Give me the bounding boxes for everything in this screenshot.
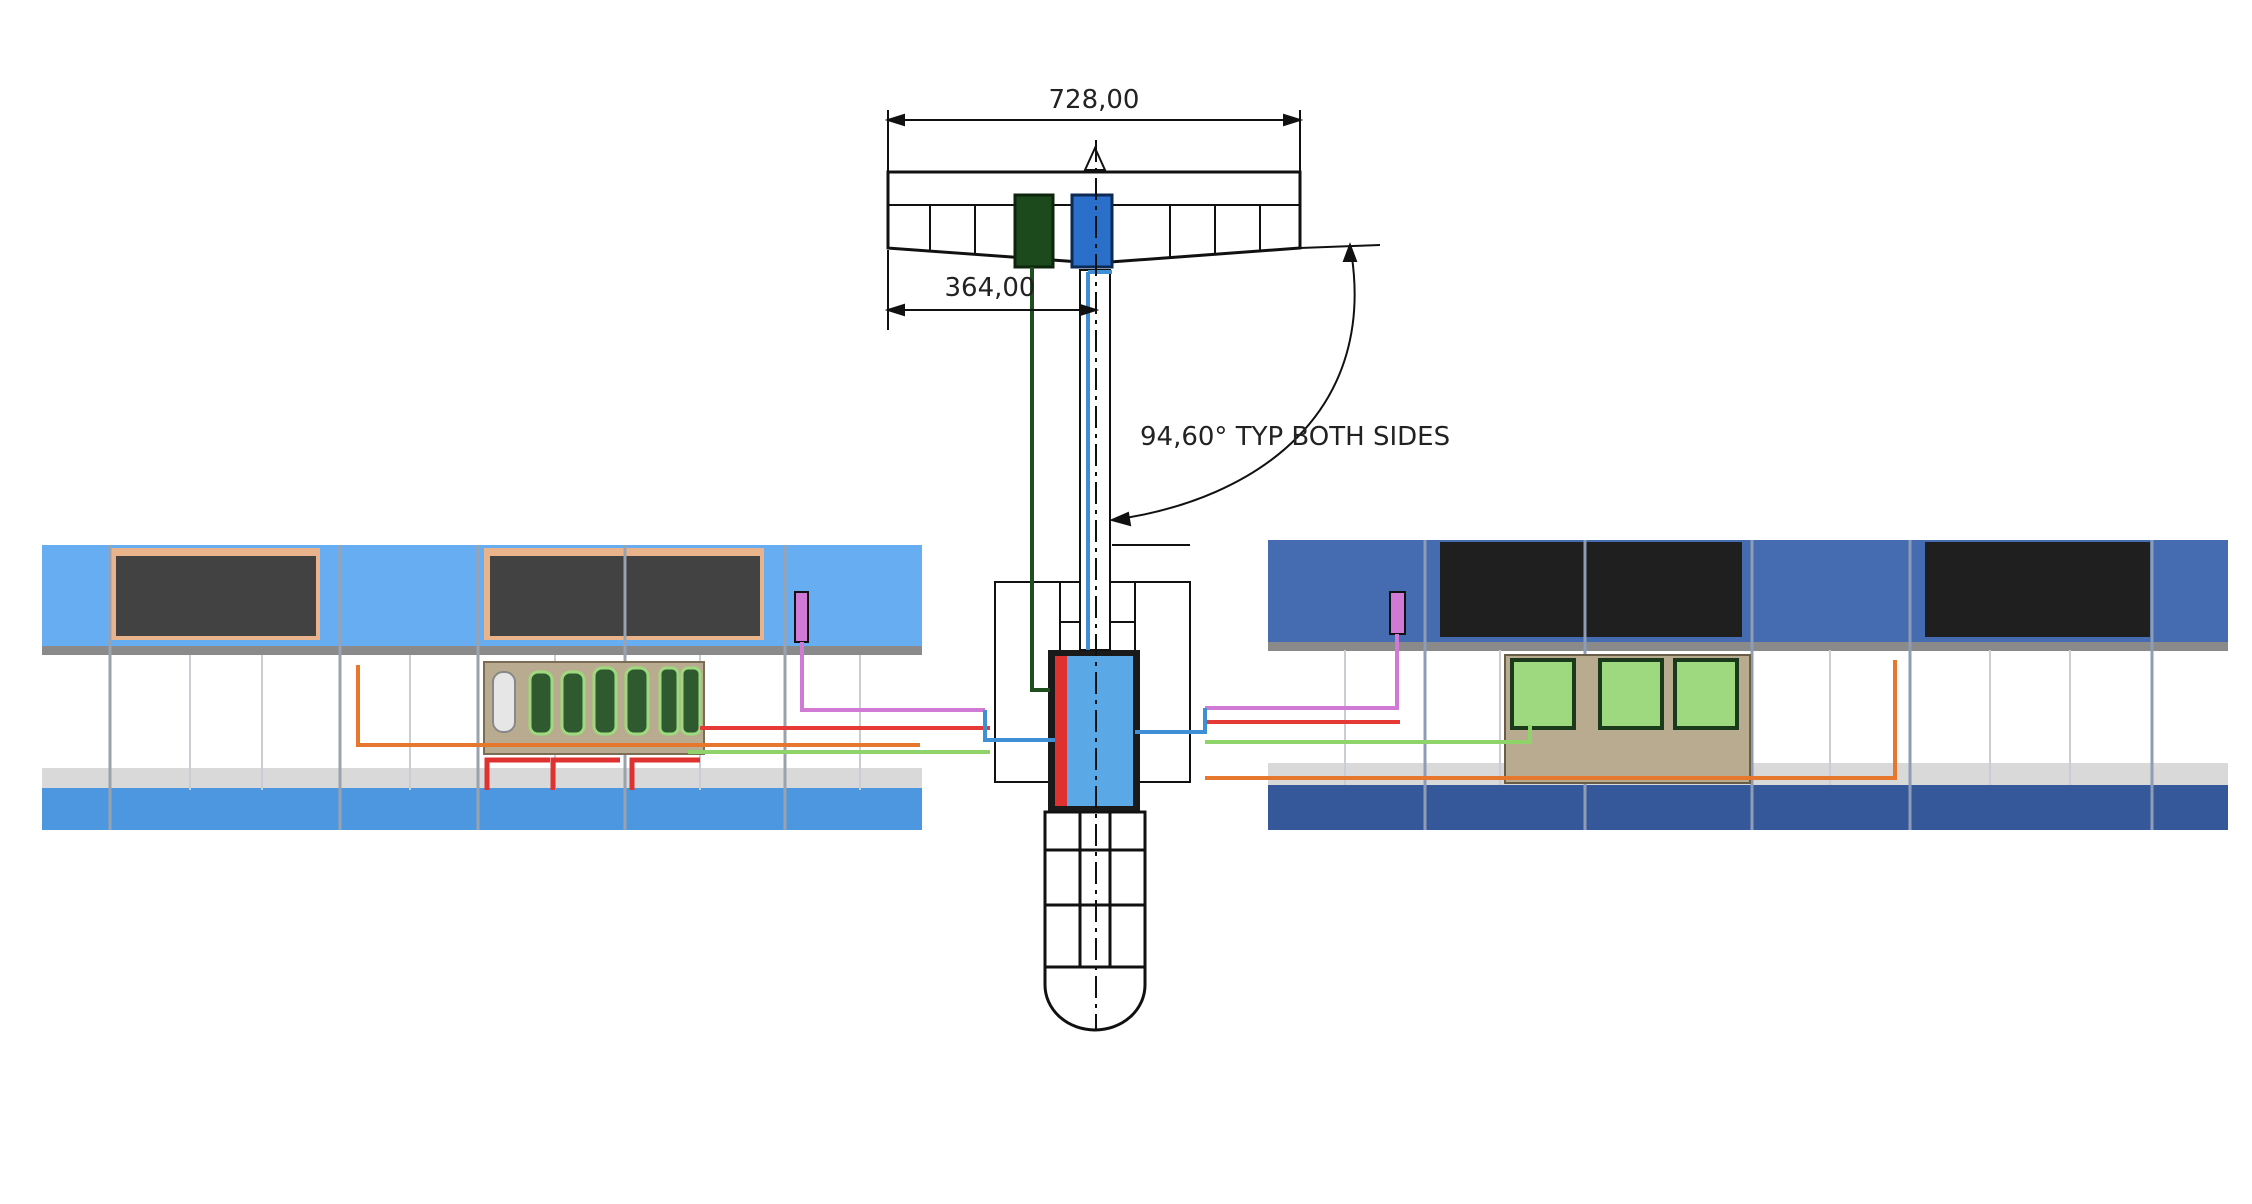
right-rod xyxy=(1268,642,2228,651)
dim-total-width-label: 728,00 xyxy=(1049,85,1140,115)
left-rod xyxy=(42,646,922,655)
dim-half-arrow-left xyxy=(884,303,905,317)
left-pink-sensor xyxy=(794,591,809,643)
hub-core xyxy=(1067,656,1133,806)
left-module-bottom-band xyxy=(42,788,922,830)
left-red-brackets xyxy=(484,757,700,790)
left-solar-module xyxy=(42,545,922,830)
dim-half-arrow-right xyxy=(1079,303,1100,317)
wiring-harness xyxy=(356,267,1897,780)
wire-blue-right xyxy=(1135,708,1207,734)
wire-dark-green-mast xyxy=(1030,267,1050,692)
right-panel-b xyxy=(1925,542,2150,637)
left-board-components xyxy=(528,666,702,736)
wire-orange-left xyxy=(356,665,640,747)
right-thin-lines xyxy=(1344,650,2071,785)
angle-arc xyxy=(1111,244,1356,521)
central-hub xyxy=(994,269,1191,1032)
right-green-cells xyxy=(1510,658,1739,730)
lower-mast-dome xyxy=(1043,965,1147,1032)
green-control-box xyxy=(1013,193,1055,269)
left-panel-a xyxy=(116,556,316,636)
angle-arrow-bottom xyxy=(1109,511,1132,527)
hub-core-red-band xyxy=(1055,656,1067,806)
right-solar-module xyxy=(1268,540,2228,830)
angle-note-label: 94,60° TYP BOTH SIDES xyxy=(1140,422,1450,452)
angle-ref-line-2 xyxy=(1299,244,1381,249)
dimension-annotations xyxy=(884,110,1381,1030)
right-module-bottom-band xyxy=(1268,785,2228,830)
wire-orange-right xyxy=(1205,660,1897,780)
wire-green-right xyxy=(1205,725,1532,744)
wire-pink-right xyxy=(1205,634,1399,710)
hub-right-housing xyxy=(1134,581,1191,783)
angle-arrow-top xyxy=(1342,242,1358,262)
dim-total-arrow-left xyxy=(884,113,905,127)
left-module-tube xyxy=(42,768,922,788)
blue-control-box xyxy=(1070,193,1114,269)
wire-pink-left xyxy=(800,642,985,712)
left-board-connector xyxy=(492,671,516,733)
lower-mast-rungs xyxy=(1045,812,1145,967)
wire-blue-left xyxy=(983,710,1055,742)
top-solar-array xyxy=(886,145,1302,269)
dim-total-arrow-right xyxy=(1283,113,1304,127)
right-pink-sensor xyxy=(1389,591,1406,635)
right-panel-a xyxy=(1440,542,1742,637)
dim-half-width-label: 364,00 xyxy=(945,273,1036,303)
